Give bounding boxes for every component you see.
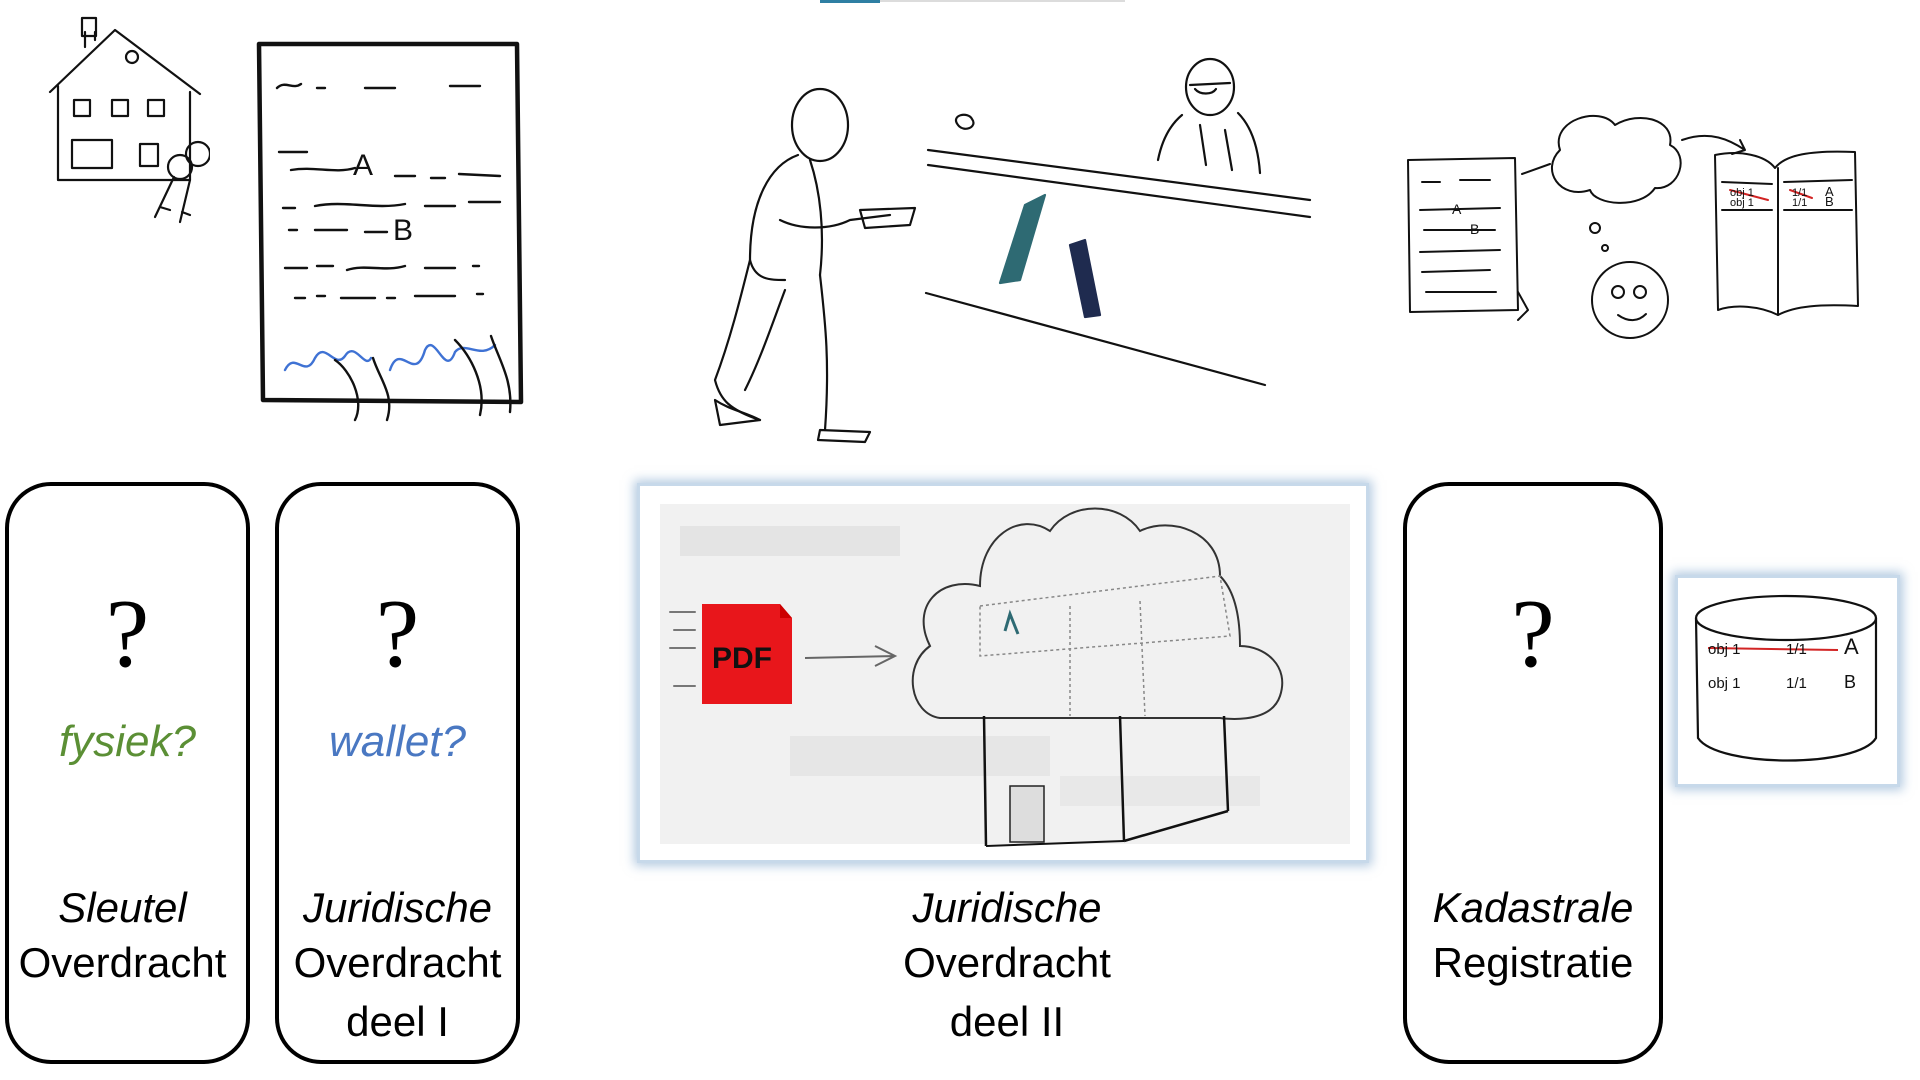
step-card-juridisch-1 <box>275 482 520 1064</box>
pdf-label: PDF <box>712 642 772 675</box>
hint-fysiek: fysiek? <box>59 717 196 766</box>
db-row1-share: 1/1 <box>1786 641 1807 658</box>
book-row1-share: 1/1 <box>1792 187 1807 199</box>
step-label-sleutel: Sleutel Overdracht <box>0 880 245 990</box>
step-label-line2: Registratie <box>1432 939 1634 986</box>
deed-party-b: B <box>393 214 413 247</box>
top-accent-bar <box>820 0 880 3</box>
book-row1-owner: A <box>1825 184 1834 199</box>
small-deed-b: B <box>1470 221 1479 237</box>
step-card-kadaster <box>1403 482 1663 1064</box>
book-row1-obj: obj 1 <box>1730 187 1754 199</box>
thinking-face-icon: A B obj 1 1/1 A obj 1 1/1 B <box>1407 115 1859 339</box>
db-row2-share: 1/1 <box>1786 675 1807 692</box>
book-row2-owner: B <box>1825 194 1834 209</box>
step-label-line1: Juridische <box>912 884 1102 931</box>
database-image: obj 1 1/1 A obj 1 1/1 B <box>1675 575 1900 787</box>
step-label-line2: Overdracht <box>903 939 1111 986</box>
question-mark: ? <box>375 580 420 688</box>
db-row2-owner: B <box>1844 672 1856 692</box>
step-label-kadaster: Kadastrale Registratie <box>1403 880 1663 990</box>
pdf-to-cloud-image: PDF <box>637 483 1369 863</box>
notary-desk-icon <box>924 57 1312 387</box>
db-row2-obj: obj 1 <box>1708 675 1741 692</box>
db-row1-owner: A <box>1844 634 1859 659</box>
walking-person-icon <box>713 87 917 444</box>
database-cylinder-icon: obj 1 1/1 A obj 1 1/1 B <box>1694 594 1878 762</box>
pdf-to-cloud-icon: PDF <box>660 504 1350 847</box>
book-row2-share: 1/1 <box>1792 197 1807 209</box>
step-label-line1: Juridische <box>302 884 493 931</box>
step-card-sleutel <box>5 482 250 1064</box>
question-mark: ? <box>1511 580 1555 688</box>
step-label-line2: Overdracht <box>293 939 502 986</box>
step-label-juridisch-2: Juridische Overdracht deel II <box>887 880 1127 1049</box>
top-accent-line <box>880 0 1125 2</box>
small-deed-a: A <box>1452 201 1462 217</box>
db-row1-obj: obj 1 <box>1708 641 1741 658</box>
book-row2-obj: obj 1 <box>1730 197 1754 209</box>
house-with-keys-icon <box>48 16 210 224</box>
step-label-line1: Sleutel <box>58 884 187 931</box>
step-label-line3: deel I <box>346 998 449 1045</box>
step-label-line2: Overdracht <box>18 939 227 986</box>
signed-deed-icon: A B <box>256 41 524 422</box>
step-label-juridisch-1: Juridische Overdracht deel I <box>275 880 520 1049</box>
question-mark: ? <box>105 580 150 688</box>
step-label-line3: deel II <box>949 998 1065 1045</box>
step-label-line1: Kadastrale <box>1432 884 1634 931</box>
hint-wallet: wallet? <box>329 717 466 766</box>
deed-party-a: A <box>353 149 373 182</box>
